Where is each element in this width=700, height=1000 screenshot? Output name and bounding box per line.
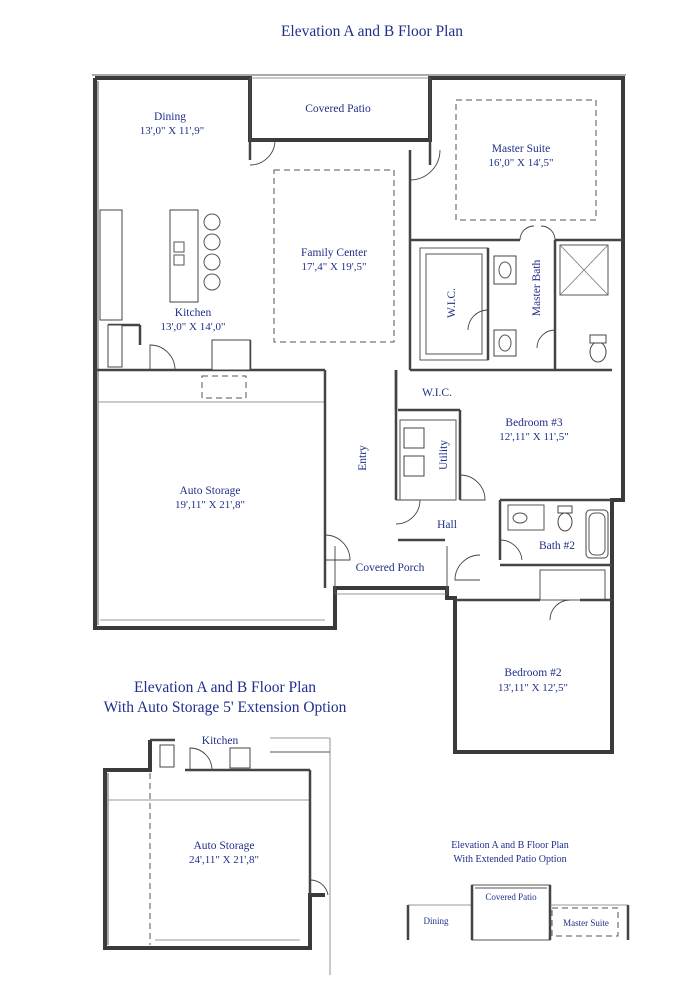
master-ceiling-outline (455, 99, 597, 221)
bedroom3-label: Bedroom #3 (505, 417, 562, 429)
patio-option-plan (406, 884, 630, 941)
patio-option-title-1: Elevation A and B Floor Plan (451, 840, 569, 851)
kitchen-fixtures (99, 209, 251, 371)
extension-title-2: With Auto Storage 5' Extension Option (104, 699, 347, 716)
family-center-label: Family Center (301, 247, 367, 259)
wic-bed3-label: W.I.C. (422, 387, 452, 399)
exterior-wall (93, 76, 625, 754)
patio-option-dining: Dining (423, 916, 449, 926)
bedroom3-dims: 12',11" X 11',5" (499, 431, 569, 443)
bath-fixtures (403, 255, 607, 532)
master-suite-dims: 16',0" X 14',5" (489, 157, 554, 169)
hall-label: Hall (437, 519, 457, 531)
covered-porch-label: Covered Porch (356, 562, 425, 574)
master-bath-label: Master Bath (531, 259, 543, 316)
master-suite-label: Master Suite (492, 143, 550, 155)
extension-auto-storage-dims: 24',11" X 21',8" (189, 854, 259, 866)
door-swings (149, 139, 571, 621)
main-floor-plan (92, 74, 626, 754)
patio-option-master-suite: Master Suite (563, 918, 609, 928)
dining-label: Dining (154, 111, 186, 123)
extension-kitchen-label: Kitchen (202, 735, 239, 747)
family-center-dims: 17',4" X 19',5" (302, 261, 367, 273)
extension-plan (103, 737, 331, 975)
entry-label: Entry (357, 445, 369, 471)
page-title: Elevation A and B Floor Plan (281, 23, 463, 40)
patio-option-covered-patio: Covered Patio (485, 892, 537, 902)
auto-storage-dims: 19',11" X 21',8" (175, 499, 245, 511)
bedroom2-dims: 13',11" X 12',5" (498, 682, 568, 694)
bath2-label: Bath #2 (539, 540, 575, 552)
dining-dims: 13',0" X 11',9" (140, 125, 204, 137)
bedroom2-label: Bedroom #2 (504, 667, 561, 679)
extension-auto-storage-label: Auto Storage (193, 840, 254, 852)
utility-label: Utility (438, 440, 450, 470)
auto-storage-label: Auto Storage (179, 485, 240, 497)
wic-master-label: W.I.C. (446, 288, 458, 318)
extension-title-1: Elevation A and B Floor Plan (134, 679, 316, 696)
patio-option-title-2: With Extended Patio Option (453, 854, 566, 865)
kitchen-dims: 13',0" X 14',0" (161, 321, 226, 333)
kitchen-label: Kitchen (175, 307, 212, 319)
covered-patio-label: Covered Patio (305, 103, 371, 115)
family-ceiling-outline (273, 169, 395, 343)
